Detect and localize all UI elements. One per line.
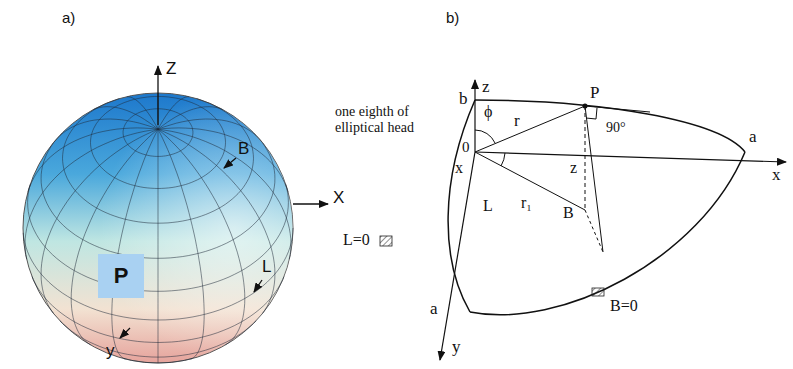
axis-label: y (452, 338, 461, 355)
grid-line (112, 129, 158, 359)
grid-line (158, 107, 223, 130)
grid-line (158, 129, 159, 363)
sphere (23, 93, 293, 363)
grid-line (71, 129, 158, 345)
angle-label: L (262, 258, 271, 275)
point-marker: P (98, 254, 144, 298)
angle-label: B (563, 205, 574, 221)
grid-line (158, 129, 245, 345)
grid-line (158, 97, 189, 130)
axes-b (440, 80, 786, 360)
point-label: P (114, 265, 129, 287)
radius-label: r (514, 112, 520, 129)
note: one eighth of elliptical head (335, 104, 460, 136)
plane-label: L=0 (343, 232, 370, 248)
grid-line (41, 129, 158, 314)
vertex-label: a (749, 128, 757, 145)
panel-label: a) (62, 10, 75, 25)
angle-label: B (238, 140, 249, 157)
axis-label: Z (166, 60, 176, 77)
vertex-label: b (459, 90, 468, 107)
grid-line (28, 128, 158, 192)
grid-line (158, 129, 275, 314)
axis-label: z (482, 78, 490, 95)
axis-label: y (106, 342, 115, 359)
grid-line (158, 129, 291, 259)
axis-label: X (333, 189, 344, 206)
coordinate-label: x (455, 160, 463, 176)
vertex-label: a (430, 300, 438, 317)
grid-line (25, 129, 158, 259)
point-label: P (590, 84, 599, 101)
plane-marks (380, 236, 604, 296)
axes-a (120, 66, 328, 338)
geometry-lines (475, 106, 650, 252)
panel-label: b) (446, 10, 459, 25)
point-p (583, 104, 588, 109)
ellipsoid-octant (448, 100, 745, 315)
grid-line (158, 119, 259, 139)
grid-line (158, 128, 288, 192)
angle-label: L (483, 198, 493, 214)
grid-line (158, 129, 204, 359)
coordinate-label: z (570, 160, 577, 176)
origin-label: 0 (462, 140, 470, 155)
axis-label: x (772, 166, 781, 183)
angle-label: ϕ (484, 104, 492, 120)
radius-label: r₁ (521, 195, 532, 211)
plane-label: B=0 (610, 298, 638, 314)
angle-label: 90° (606, 121, 626, 135)
